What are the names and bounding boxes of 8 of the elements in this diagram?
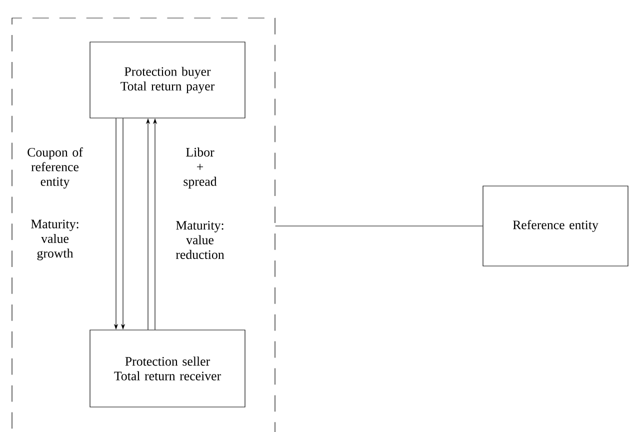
entity-box: Protection buyer Total return payer bbox=[90, 42, 246, 118]
edge-label: Libor + spread bbox=[184, 148, 217, 188]
dashed-boundary-box bbox=[12, 18, 276, 432]
edge-label: Maturity: value growth bbox=[31, 220, 78, 260]
entity-box: Protection seller Total return receiver bbox=[90, 330, 246, 408]
edge-label: Coupon of reference entity bbox=[28, 147, 83, 189]
entity-box: Reference entity bbox=[482, 186, 628, 266]
edge-label: Maturity: value reduction bbox=[176, 221, 224, 259]
